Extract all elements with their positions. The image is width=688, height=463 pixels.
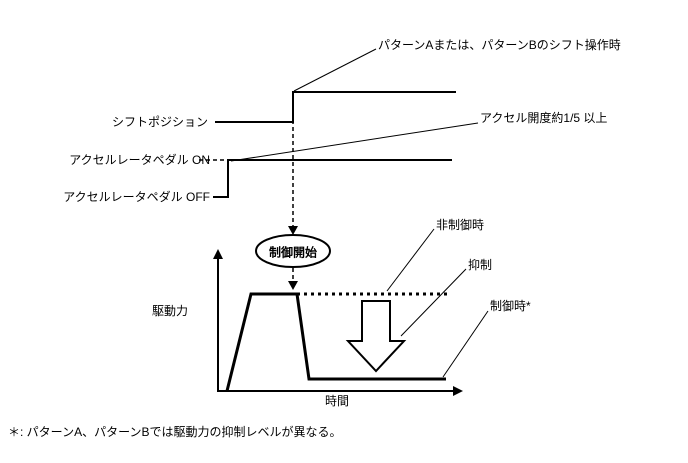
accel-pedal-off-label: アクセルレータペダル OFF [63, 190, 210, 204]
ellipse-to-graph-arrowhead [288, 281, 298, 290]
shift-position-waveform [215, 91, 456, 123]
x-axis-label: 時間 [325, 394, 350, 408]
driving-force-curve [225, 292, 446, 392]
controlled-label: 制御時* [490, 299, 531, 313]
accel-pedal-on-label: アクセルレータペダル ON [69, 153, 210, 167]
suppression-leader-line [400, 268, 467, 337]
y-axis-arrowhead [213, 249, 223, 259]
suppression-hollow-arrow-icon [345, 300, 407, 373]
shift-pattern-annotation: パターンAまたは、パターンBのシフト操作時 [378, 38, 621, 52]
suppression-label: 抑制 [468, 258, 493, 272]
control-start-label: 制御開始 [268, 245, 318, 260]
accel-opening-annotation: アクセル開度約1/5 以上 [480, 111, 608, 125]
y-axis-label: 駆動力 [152, 304, 189, 318]
shift-annotation-leader-line [293, 48, 377, 92]
accel-annotation-leader-line [230, 122, 479, 162]
controlled-leader-line [442, 310, 489, 378]
x-axis-arrowhead [453, 386, 463, 396]
shift-position-label: シフトポジション [112, 115, 209, 129]
control-start-arrowhead [288, 226, 298, 235]
footnote: ＊: パターンA、パターンBでは駆動力の抑制レベルが異なる。 [8, 425, 342, 439]
control-start-ellipse [255, 234, 331, 268]
accel-pedal-waveform [213, 159, 452, 198]
uncontrolled-label: 非制御時 [436, 218, 485, 232]
uncontrolled-leader-line [386, 228, 435, 292]
